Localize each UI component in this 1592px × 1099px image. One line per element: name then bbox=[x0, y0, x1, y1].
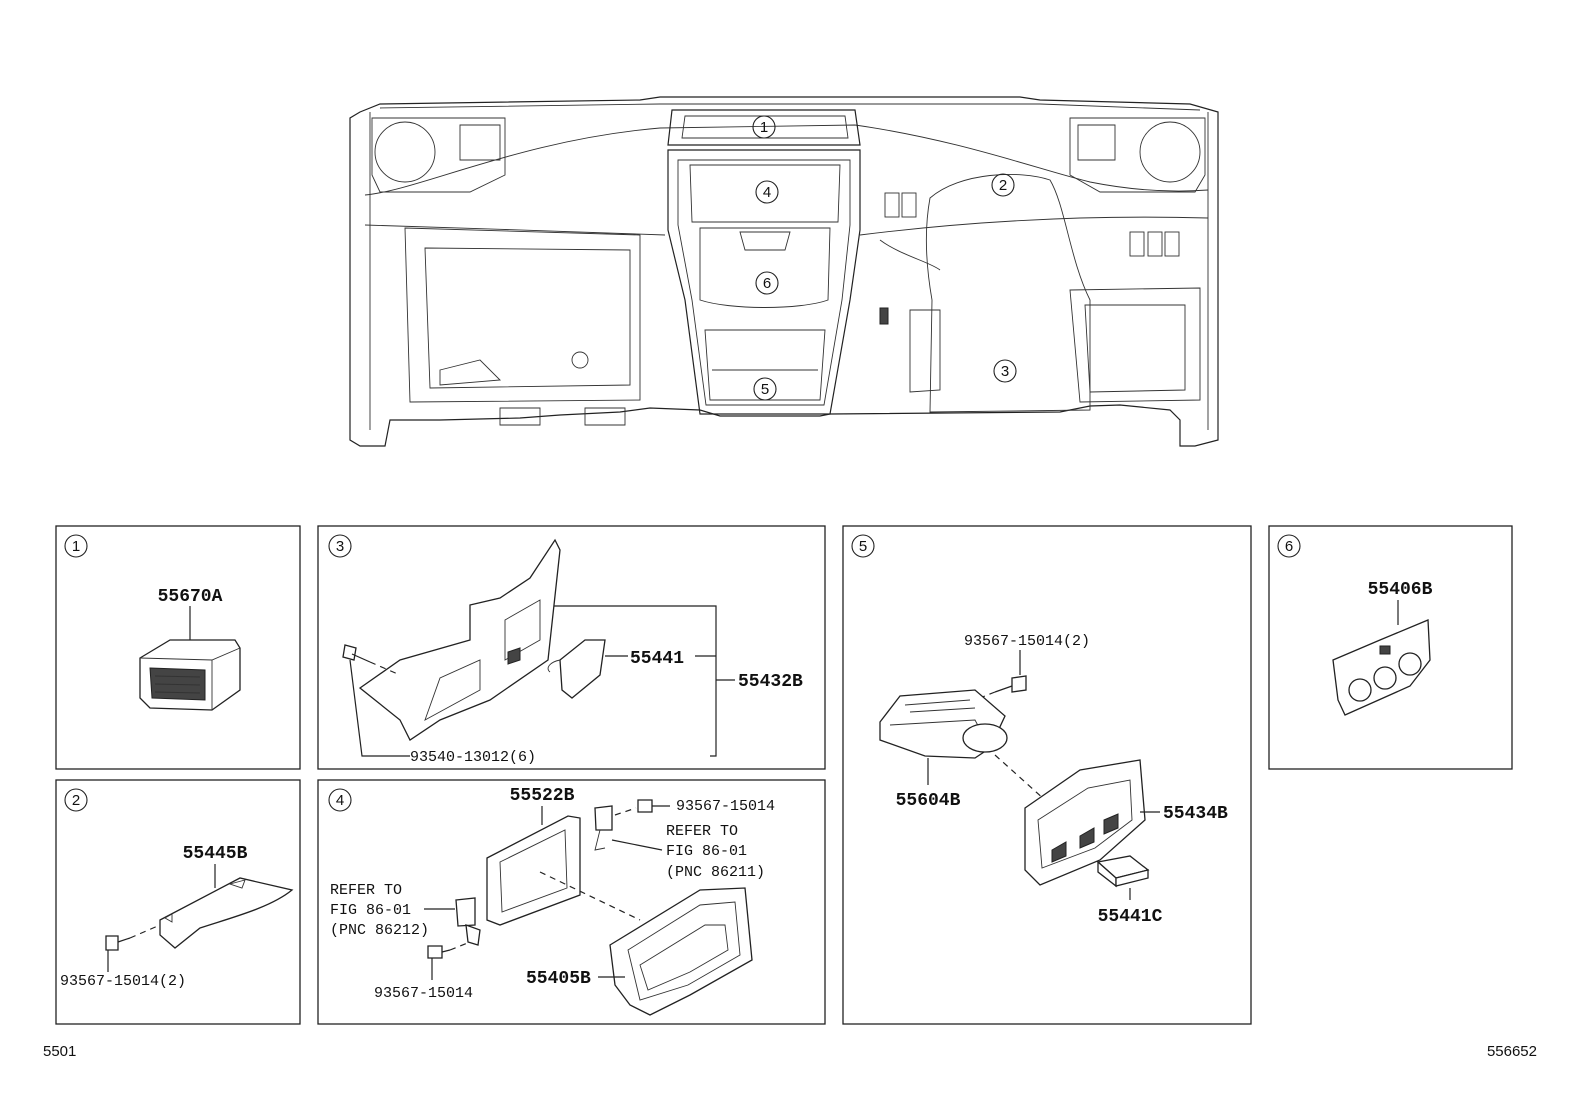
center-vent-part bbox=[139, 639, 241, 711]
screw-label-93567-b: 93567-15014 bbox=[374, 985, 473, 1002]
screw-icon bbox=[427, 945, 451, 959]
cover-part bbox=[559, 639, 606, 699]
lower-panel-part bbox=[358, 538, 561, 741]
svg-text:1: 1 bbox=[760, 119, 768, 136]
overview-callout-1: 1 bbox=[752, 115, 776, 139]
overview-callout-6: 6 bbox=[755, 271, 779, 295]
panel-1: 1 55670A bbox=[55, 525, 301, 770]
part-label-55522b: 55522B bbox=[510, 786, 575, 806]
instrument-panel-overview: 1 4 6 5 2 3 bbox=[349, 96, 1219, 447]
panel-3-number: 3 bbox=[336, 538, 344, 555]
part-label-55670a: 55670A bbox=[158, 587, 223, 607]
climate-panel-part bbox=[1332, 619, 1431, 716]
svg-text:3: 3 bbox=[1001, 363, 1009, 380]
svg-text:6: 6 bbox=[763, 275, 771, 292]
screw-label-93567-2b: 93567-15014(2) bbox=[60, 973, 186, 990]
panel-1-number-circle bbox=[64, 534, 88, 558]
bracket-part bbox=[594, 805, 613, 851]
screw-icon bbox=[994, 675, 1027, 693]
panel-5: 5 93567-15014(2) 55604B 55434B bbox=[842, 525, 1252, 1025]
panel-2: 2 55445B 93567-15014(2) bbox=[55, 779, 301, 1025]
part-label-55604b: 55604B bbox=[896, 791, 961, 811]
part-label-55406b: 55406B bbox=[1368, 580, 1433, 600]
lower-bezel-part bbox=[1024, 759, 1146, 886]
bracket-part bbox=[455, 897, 481, 946]
part-label-55445b: 55445B bbox=[183, 844, 248, 864]
panel-4-number: 4 bbox=[336, 792, 344, 809]
panel-1-number: 1 bbox=[72, 538, 80, 555]
screw-icon bbox=[637, 799, 670, 813]
screw-label-93540: 93540-13012(6) bbox=[410, 749, 536, 766]
screw-label-93567-a: 93567-15014 bbox=[676, 798, 775, 815]
footer-page-code: 5501 bbox=[43, 1043, 76, 1060]
screw-icon bbox=[342, 644, 371, 663]
ref-right-line-1: REFER TO bbox=[666, 823, 738, 840]
part-label-55441c: 55441C bbox=[1098, 907, 1163, 927]
overview-callout-2: 2 bbox=[991, 173, 1015, 197]
ref-right-line-3: (PNC 86211) bbox=[666, 864, 765, 881]
panel-2-number: 2 bbox=[72, 792, 80, 809]
center-bezel-part bbox=[609, 887, 753, 1016]
panel-5-number: 5 bbox=[859, 538, 867, 555]
svg-text:5: 5 bbox=[761, 381, 769, 398]
part-label-55441: 55441 bbox=[630, 649, 684, 669]
panel-6-number: 6 bbox=[1285, 538, 1293, 555]
ref-left-line-1: REFER TO bbox=[330, 882, 402, 899]
part-label-55432b: 55432B bbox=[738, 672, 803, 692]
overview-callout-3: 3 bbox=[993, 359, 1017, 383]
trim-strip-part bbox=[159, 877, 294, 949]
ref-right-line-2: FIG 86-01 bbox=[666, 843, 747, 860]
screw-label-93567-2: 93567-15014(2) bbox=[964, 633, 1090, 650]
pocket-part bbox=[879, 689, 1008, 759]
display-frame-part bbox=[486, 815, 581, 926]
screw-icon bbox=[105, 935, 131, 951]
ref-left-line-2: FIG 86-01 bbox=[330, 902, 411, 919]
small-cover-part bbox=[1096, 855, 1150, 888]
part-label-55434b: 55434B bbox=[1163, 804, 1228, 824]
part-label-55405b: 55405B bbox=[526, 969, 591, 989]
svg-text:2: 2 bbox=[999, 177, 1007, 194]
ref-left-line-3: (PNC 86212) bbox=[330, 922, 429, 939]
svg-text:4: 4 bbox=[763, 184, 771, 201]
footer-diagram-id: 556652 bbox=[1487, 1043, 1537, 1060]
overview-callout-4: 4 bbox=[755, 180, 779, 204]
overview-callout-5: 5 bbox=[753, 377, 777, 401]
panel-6: 6 55406B bbox=[1268, 525, 1513, 770]
panel-3: 3 55441 55432B 93540-13012(6) bbox=[317, 525, 826, 770]
panel-4: 4 55522B 93567-15014 REFER TO FIG 86-01 … bbox=[317, 779, 826, 1025]
